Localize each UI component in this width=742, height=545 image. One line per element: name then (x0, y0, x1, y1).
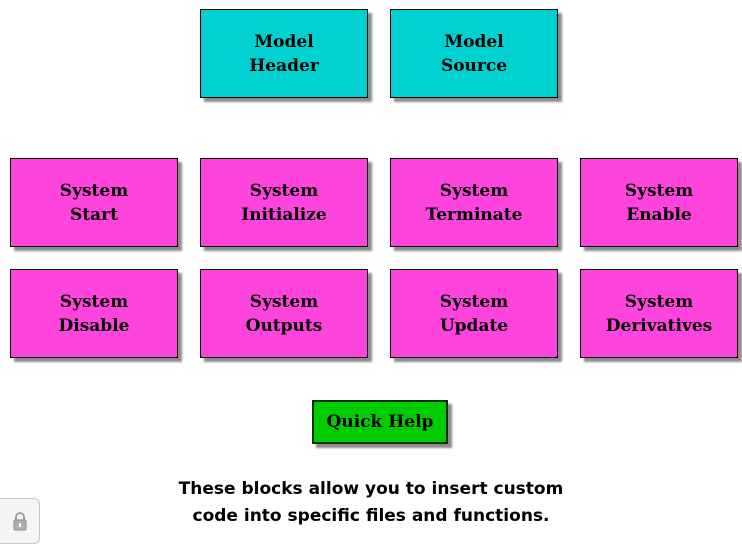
system-outputs-block[interactable]: System Outputs (200, 269, 368, 358)
description-caption: These blocks allow you to insert custom … (178, 479, 564, 526)
system-enable-block[interactable]: System Enable (580, 158, 738, 247)
model-source-label: Model Source (440, 31, 508, 76)
quick-help-button[interactable]: Quick Help (312, 400, 448, 444)
system-update-block[interactable]: System Update (390, 269, 558, 358)
system-outputs-label: System Outputs (245, 291, 323, 336)
system-disable-label: System Disable (58, 291, 130, 336)
system-terminate-block[interactable]: System Terminate (390, 158, 558, 247)
system-disable-block[interactable]: System Disable (10, 269, 178, 358)
system-derivatives-block[interactable]: System Derivatives (580, 269, 738, 358)
system-start-label: System Start (59, 180, 129, 225)
quick-help-label: Quick Help (326, 412, 434, 432)
system-update-label: System Update (439, 291, 509, 336)
model-header-label: Model Header (249, 31, 319, 76)
system-start-block[interactable]: System Start (10, 158, 178, 247)
system-enable-label: System Enable (624, 180, 694, 225)
system-derivatives-label: System Derivatives (605, 291, 713, 336)
system-initialize-block[interactable]: System Initialize (200, 158, 368, 247)
system-initialize-label: System Initialize (241, 180, 327, 225)
lock-icon (12, 511, 28, 531)
lock-button[interactable] (0, 498, 40, 544)
system-terminate-label: System Terminate (425, 180, 523, 225)
model-source-block[interactable]: Model Source (390, 9, 558, 98)
model-header-block[interactable]: Model Header (200, 9, 368, 98)
